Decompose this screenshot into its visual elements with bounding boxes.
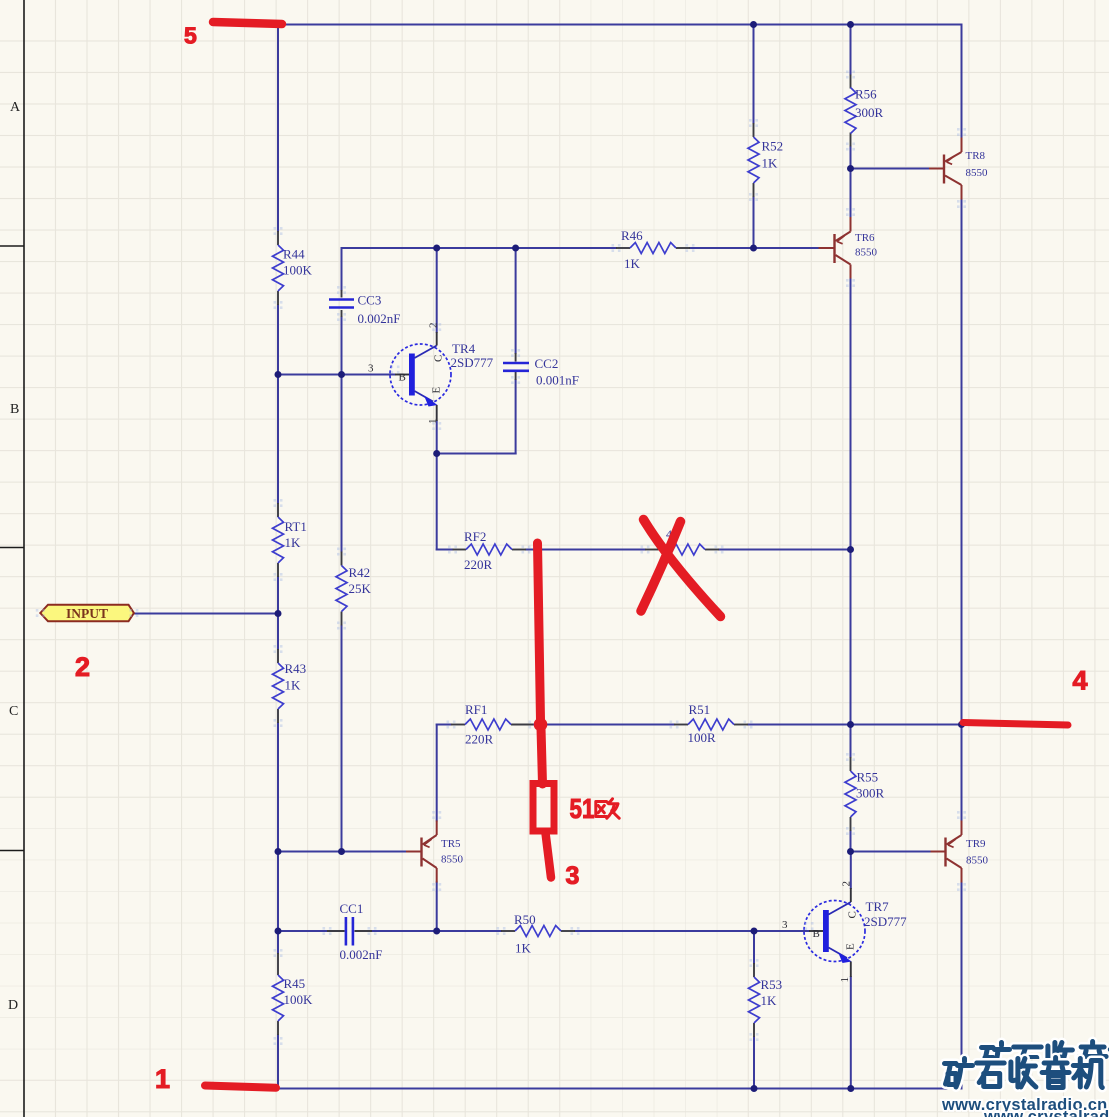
svg-text:RF2: RF2 <box>464 529 486 544</box>
svg-text:1K: 1K <box>285 535 302 550</box>
svg-text:R44: R44 <box>283 247 305 262</box>
svg-text:R53: R53 <box>761 977 783 992</box>
svg-text:R45: R45 <box>284 976 306 991</box>
svg-text:0.002nF: 0.002nF <box>340 947 383 962</box>
svg-text:4: 4 <box>1073 666 1088 696</box>
svg-text:300R: 300R <box>855 105 884 120</box>
svg-text:TR8: TR8 <box>966 150 986 162</box>
svg-text:C: C <box>847 911 859 918</box>
svg-text:1K: 1K <box>285 678 302 693</box>
svg-text:4: 4 <box>666 527 672 541</box>
svg-text:100R: 100R <box>688 730 717 745</box>
svg-text:R51: R51 <box>689 702 711 717</box>
svg-text:8550: 8550 <box>855 247 878 259</box>
svg-text:2SD777: 2SD777 <box>451 355 494 370</box>
svg-text:1K: 1K <box>761 993 778 1008</box>
svg-text:CC1: CC1 <box>340 901 364 916</box>
svg-text:1: 1 <box>155 1064 170 1094</box>
svg-text:8550: 8550 <box>441 854 464 866</box>
svg-text:8550: 8550 <box>966 167 989 179</box>
svg-text:B: B <box>10 402 19 417</box>
svg-text:25K: 25K <box>349 581 372 596</box>
svg-text:CC3: CC3 <box>358 293 382 308</box>
svg-text:C: C <box>433 355 445 362</box>
svg-text:5: 5 <box>184 23 197 49</box>
svg-text:1: 1 <box>839 977 851 983</box>
svg-text:220R: 220R <box>465 732 494 747</box>
svg-text:E: E <box>431 387 443 394</box>
svg-text:TR7: TR7 <box>866 899 890 914</box>
svg-text:1K: 1K <box>515 941 532 956</box>
svg-text:R46: R46 <box>621 228 643 243</box>
svg-text:TR6: TR6 <box>855 232 875 244</box>
svg-text:TR4: TR4 <box>452 341 476 356</box>
svg-text:3: 3 <box>368 363 374 375</box>
svg-text:A: A <box>10 100 21 115</box>
svg-text:R55: R55 <box>857 770 879 785</box>
svg-text:C: C <box>9 704 18 719</box>
svg-text:RT1: RT1 <box>285 519 307 534</box>
svg-text:2: 2 <box>841 881 853 887</box>
svg-text:0.001nF: 0.001nF <box>536 373 579 388</box>
svg-text:1K: 1K <box>762 156 779 171</box>
svg-text:100K: 100K <box>283 263 313 278</box>
svg-text:www.crystalradio.cn: www.crystalradio.cn <box>941 1096 1108 1114</box>
svg-text:2: 2 <box>75 652 90 682</box>
svg-text:100K: 100K <box>284 992 314 1007</box>
svg-text:R43: R43 <box>285 661 307 676</box>
svg-text:3: 3 <box>782 919 788 931</box>
svg-text:TR5: TR5 <box>441 838 461 850</box>
svg-text:R50: R50 <box>514 912 536 927</box>
svg-text:INPUT: INPUT <box>66 606 108 621</box>
svg-text:1K: 1K <box>624 256 641 271</box>
svg-text:B: B <box>399 372 406 384</box>
svg-text:www.crystalradio.cn: www.crystalradio.cn <box>983 1108 1109 1117</box>
svg-text:D: D <box>8 998 18 1013</box>
svg-text:E: E <box>845 943 857 950</box>
svg-text:51: 51 <box>570 794 595 825</box>
svg-text:B: B <box>813 928 820 940</box>
svg-text:RF1: RF1 <box>465 702 487 717</box>
svg-text:220R: 220R <box>464 557 493 572</box>
svg-text:1: 1 <box>427 419 439 425</box>
svg-text:0.002nF: 0.002nF <box>358 311 401 326</box>
svg-text:2SD777: 2SD777 <box>864 914 907 929</box>
svg-text:300R: 300R <box>856 786 885 801</box>
svg-text:R56: R56 <box>855 87 877 102</box>
svg-text:TR9: TR9 <box>966 838 986 850</box>
svg-text:CC2: CC2 <box>535 356 559 371</box>
svg-text:R52: R52 <box>762 139 784 154</box>
svg-text:8550: 8550 <box>966 855 989 867</box>
svg-text:3: 3 <box>566 862 580 890</box>
svg-text:R42: R42 <box>349 565 371 580</box>
